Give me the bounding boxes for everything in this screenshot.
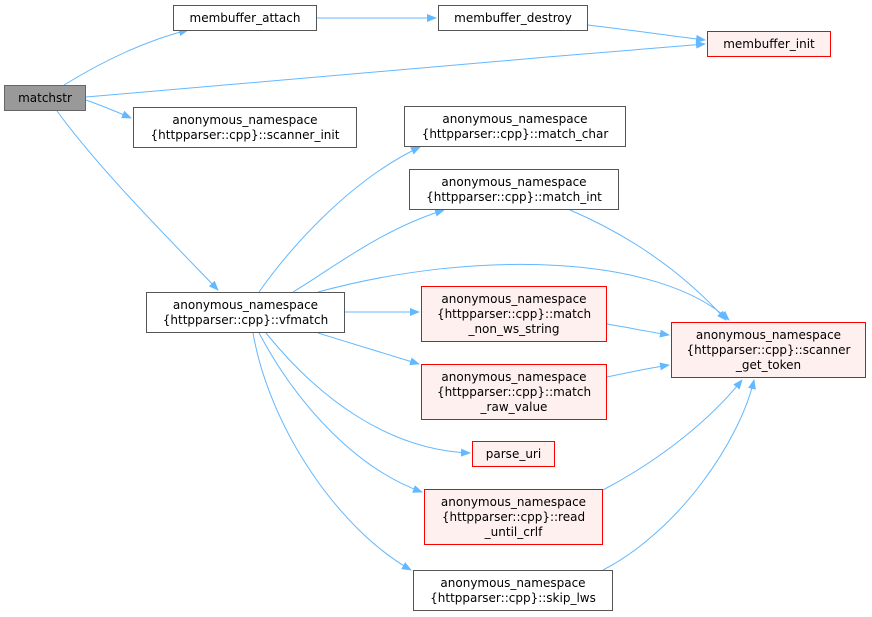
edge-match-int-to-scanner-get-token [569,209,727,321]
node-label-line: {httpparser::cpp}::vfmatch [162,312,329,327]
edge-skip-lws-to-scanner-get-token [602,379,756,571]
node-label-line: membuffer_attach [189,10,301,25]
node-label-line: _get_token [735,357,802,372]
node-label-line: _until_crlf [484,524,543,539]
node-label-line: anonymous_namespace [442,111,588,126]
node-label-line: {httpparser::cpp}::scanner [686,342,851,357]
node-label-line: membuffer_init [723,36,815,51]
node-membuffer-init[interactable]: membuffer_init [707,31,831,57]
node-label-line: _non_ws_string [468,321,560,336]
node-match-int[interactable]: anonymous_namespace{httpparser::cpp}::ma… [409,169,619,210]
node-label-line: anonymous_namespace [172,297,319,312]
node-label-line: {httpparser::cpp}::match_int [426,189,602,204]
node-match-char[interactable]: anonymous_namespace{httpparser::cpp}::ma… [404,106,626,147]
node-label-line: membuffer_destroy [454,10,572,25]
node-label-line: matchstr [18,90,72,105]
edge-read-until-crlf-to-scanner-get-token [602,379,743,491]
node-matchstr: matchstr [4,85,86,111]
edge-vfmatch-to-skip-lws [252,332,412,571]
node-label-line: anonymous_namespace [441,174,587,189]
node-label-line: anonymous_namespace [440,494,587,509]
edge-membuffer-destroy-to-membuffer-init [587,24,706,43]
edge-matchstr-to-membuffer-init [85,40,706,98]
node-scanner-init[interactable]: anonymous_namespace{httpparser::cpp}::sc… [133,107,357,148]
node-label-line: anonymous_namespace [172,112,318,127]
edge-vfmatch-to-parse-uri [265,332,471,457]
edge-vfmatch-to-read-until-crlf [258,332,423,493]
node-label-line: anonymous_namespace [440,575,586,590]
edge-vfmatch-to-match-raw-value [317,332,420,366]
node-parse-uri[interactable]: parse_uri [472,441,555,467]
node-membuffer-attach[interactable]: membuffer_attach [173,5,317,31]
edge-vfmatch-to-scanner-get-token [317,263,730,321]
edge-match-non-ws-string-to-scanner-get-token [606,323,670,338]
node-label-line: {httpparser::cpp}::read [441,509,586,524]
node-label-line: {httpparser::cpp}::match_char [421,126,609,141]
node-label-line: {httpparser::cpp}::scanner_init [150,127,340,142]
node-label-line: {httpparser::cpp}::skip_lws [430,590,596,605]
node-match-raw-value[interactable]: anonymous_namespace{httpparser::cpp}::ma… [421,364,607,420]
node-vfmatch[interactable]: anonymous_namespace{httpparser::cpp}::vf… [146,292,345,333]
node-label-line: {httpparser::cpp}::match [436,306,592,321]
edge-matchstr-to-vfmatch [56,110,219,291]
node-label-line: anonymous_namespace [695,327,842,342]
edge-match-raw-value-to-scanner-get-token [606,362,670,378]
node-label-line: _raw_value [480,399,548,414]
edge-vfmatch-to-match-int [292,208,445,293]
node-label-line: {httpparser::cpp}::match [436,384,592,399]
node-label-line: anonymous_namespace [441,291,587,306]
node-label-line: parse_uri [485,446,542,461]
node-membuffer-destroy[interactable]: membuffer_destroy [438,5,588,31]
edge-vfmatch-to-match-char [258,146,421,293]
node-match-non-ws-string[interactable]: anonymous_namespace{httpparser::cpp}::ma… [421,286,607,342]
node-label-line: anonymous_namespace [441,369,587,384]
node-read-until-crlf[interactable]: anonymous_namespace{httpparser::cpp}::re… [424,489,603,545]
node-scanner-get-token[interactable]: anonymous_namespace{httpparser::cpp}::sc… [671,322,866,378]
node-skip-lws[interactable]: anonymous_namespace{httpparser::cpp}::sk… [413,570,613,611]
edge-matchstr-to-scanner-init [85,99,132,119]
edge-matchstr-to-membuffer-attach [63,28,189,86]
